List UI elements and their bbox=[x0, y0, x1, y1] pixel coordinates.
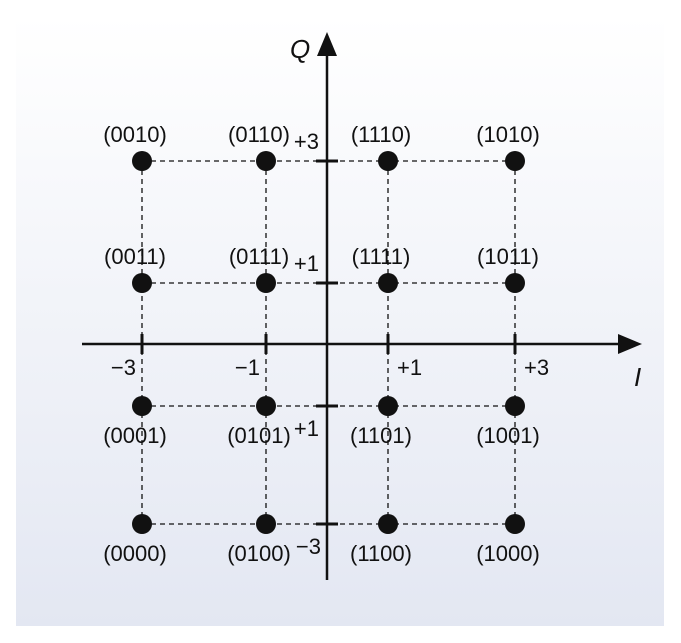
constellation-point bbox=[505, 514, 525, 534]
point-bit-label: (0011) bbox=[104, 244, 166, 269]
point-bit-label: (0001) bbox=[103, 423, 167, 448]
i-tick-label: −1 bbox=[235, 355, 260, 380]
i-tick-labels: −3 −1 +1 +3 bbox=[111, 355, 549, 380]
point-bit-label: (0100) bbox=[227, 541, 291, 566]
point-bit-label: (1101) bbox=[350, 423, 412, 448]
point-bit-label: (1011) bbox=[477, 244, 539, 269]
diagram-background bbox=[16, 16, 664, 626]
constellation-point bbox=[378, 514, 398, 534]
q-tick-label: +3 bbox=[294, 129, 319, 154]
constellation-point-labels: (0010) (0110) (1110) (1010) (0011) (0111) (111… bbox=[103, 122, 540, 566]
constellation-point bbox=[132, 396, 152, 416]
axis-i-label: I bbox=[634, 362, 641, 392]
i-tick-label: +1 bbox=[397, 355, 422, 380]
constellation-point bbox=[505, 273, 525, 293]
constellation-point bbox=[256, 396, 276, 416]
i-tick-label: +3 bbox=[524, 355, 549, 380]
point-bit-label: (1111) bbox=[352, 244, 411, 269]
q-tick-label: +1 bbox=[294, 251, 319, 276]
point-bit-label: (0110) bbox=[228, 122, 290, 147]
q-tick-label: −3 bbox=[296, 534, 321, 559]
constellation-point bbox=[505, 151, 525, 171]
q-axis-arrowhead bbox=[317, 32, 337, 56]
point-bit-label: (0101) bbox=[227, 423, 291, 448]
constellation-point bbox=[378, 273, 398, 293]
point-bit-label: (0111) bbox=[229, 244, 289, 269]
axis-ticks bbox=[140, 159, 517, 526]
point-bit-label: (1001) bbox=[476, 423, 540, 448]
point-bit-label: (1110) bbox=[351, 122, 411, 147]
constellation-point bbox=[132, 514, 152, 534]
constellation-point bbox=[378, 396, 398, 416]
q-tick-label: +1 bbox=[294, 416, 319, 441]
point-bit-label: (1010) bbox=[476, 122, 540, 147]
i-axis-arrowhead bbox=[618, 334, 642, 354]
constellation-points bbox=[132, 151, 525, 534]
point-bit-label: (0000) bbox=[103, 541, 167, 566]
constellation-point bbox=[132, 151, 152, 171]
constellation-point bbox=[256, 151, 276, 171]
constellation-point bbox=[378, 151, 398, 171]
constellation-point bbox=[256, 273, 276, 293]
point-bit-label: (0010) bbox=[103, 122, 167, 147]
q-tick-labels: +3 +1 +1 −3 bbox=[294, 129, 321, 559]
point-bit-label: (1000) bbox=[476, 541, 540, 566]
constellation-point bbox=[505, 396, 525, 416]
i-tick-label: −3 bbox=[111, 355, 136, 380]
constellation-point bbox=[132, 273, 152, 293]
axis-q-label: Q bbox=[290, 34, 310, 64]
point-bit-label: (1100) bbox=[350, 541, 412, 566]
constellation-point bbox=[256, 514, 276, 534]
